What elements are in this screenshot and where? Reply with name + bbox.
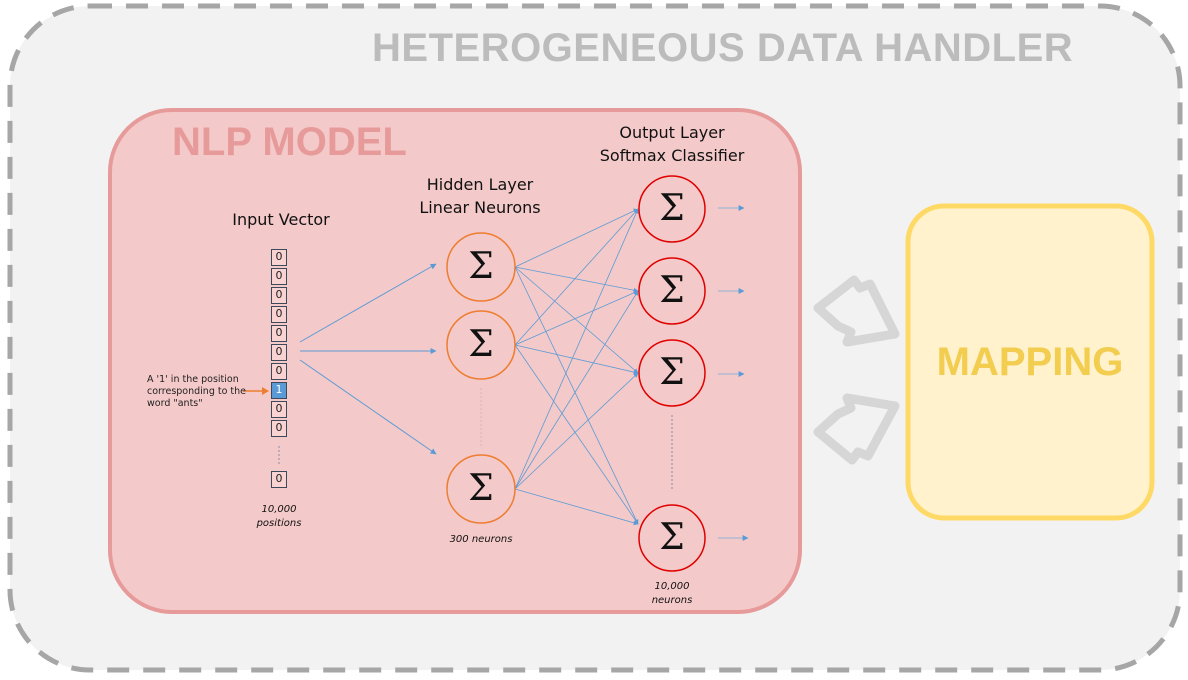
mapping-box bbox=[905, 203, 1155, 521]
input-vector-cell: 0 bbox=[271, 344, 287, 361]
output-neuron bbox=[638, 257, 706, 325]
sigma-icon: Σ bbox=[468, 468, 494, 509]
sigma-icon: Σ bbox=[659, 352, 685, 393]
one-hot-note-line2: corresponding to the bbox=[147, 386, 247, 397]
input-vector-label: Input Vector bbox=[232, 210, 330, 229]
input-vector-cell: 0 bbox=[271, 268, 287, 285]
input-size-label-line1: 10,000 bbox=[261, 504, 297, 515]
hidden-output-edge bbox=[514, 344, 639, 525]
output-count-label-line1: 10,000 bbox=[654, 581, 690, 592]
hidden-output-edge bbox=[514, 208, 639, 268]
nlp-model-title: NLP MODEL bbox=[172, 120, 407, 164]
sigma-icon: Σ bbox=[468, 246, 494, 287]
input-vector-hot-cell: 1 bbox=[271, 382, 287, 399]
hidden-neuron bbox=[446, 310, 516, 380]
output-layer-label-line2: Softmax Classifier bbox=[599, 146, 745, 165]
input-edges bbox=[299, 263, 437, 455]
hidden-output-edge bbox=[514, 208, 639, 490]
sigma-icon: Σ bbox=[468, 324, 494, 365]
hidden-output-edge bbox=[514, 344, 639, 375]
sigma-icon: Σ bbox=[659, 188, 685, 229]
hidden-neuron bbox=[446, 232, 516, 302]
input-edge bbox=[299, 359, 437, 455]
hidden-output-edges bbox=[514, 208, 639, 526]
input-edge bbox=[299, 263, 437, 343]
hidden-output-edge bbox=[514, 290, 639, 346]
output-neuron bbox=[638, 504, 706, 572]
one-hot-note-line1: A '1' in the position bbox=[147, 374, 239, 385]
hidden-layer-label-line1: Hidden Layer bbox=[426, 175, 534, 194]
output-layer-label-line1: Output Layer bbox=[619, 123, 725, 142]
input-vector-cell: 0 bbox=[271, 287, 287, 304]
hidden-output-edge bbox=[514, 488, 639, 526]
hidden-count-label: 300 neurons bbox=[449, 534, 513, 545]
big-arrow-upper-icon bbox=[813, 275, 900, 347]
sigma-icon: Σ bbox=[659, 517, 685, 558]
output-count-label-line2: neurons bbox=[651, 595, 693, 606]
input-vector-cell: 0 bbox=[271, 249, 287, 266]
pointer-arrowhead-icon bbox=[262, 387, 269, 395]
hidden-layer-label-line2: Linear Neurons bbox=[419, 198, 541, 217]
hidden-output-edge bbox=[514, 290, 639, 490]
hidden-output-edge bbox=[514, 266, 639, 374]
big-arrow-lower-icon bbox=[813, 393, 900, 465]
output-arrows bbox=[718, 205, 749, 541]
input-vector-cell: 0 bbox=[271, 401, 287, 418]
sigma-icon: Σ bbox=[659, 270, 685, 311]
mapping-title: MAPPING bbox=[936, 340, 1124, 384]
output-neuron bbox=[638, 339, 706, 407]
one-hot-note-line3: word "ants" bbox=[147, 398, 203, 409]
input-vector-cell: 0 bbox=[271, 325, 287, 342]
input-size-label-line2: positions bbox=[256, 518, 302, 529]
output-neuron bbox=[638, 175, 706, 243]
hidden-output-edge bbox=[514, 208, 639, 346]
input-vector-cell: 0 bbox=[271, 306, 287, 323]
hidden-output-edge bbox=[514, 372, 639, 490]
input-vector-cell: 0 bbox=[271, 420, 287, 437]
heterogeneous-data-handler-title: HETEROGENEOUS DATA HANDLER bbox=[372, 26, 1074, 70]
hidden-output-edge bbox=[514, 266, 639, 293]
hidden-output-edge bbox=[514, 266, 639, 525]
input-vector-last-cell: 0 bbox=[271, 471, 287, 488]
hidden-neuron bbox=[446, 454, 516, 524]
input-vector-cell: 0 bbox=[271, 363, 287, 380]
